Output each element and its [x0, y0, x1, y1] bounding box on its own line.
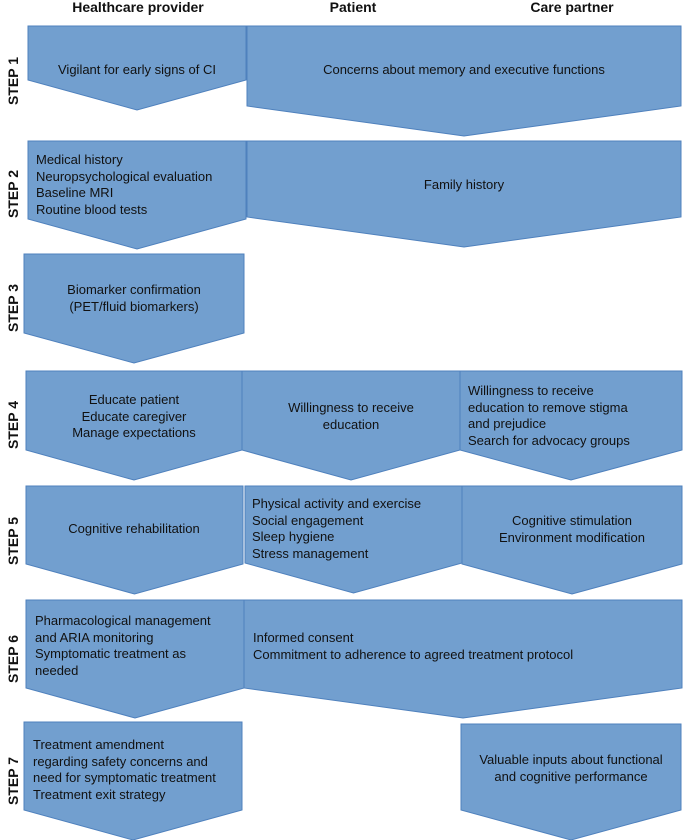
text-line: Stress management — [252, 545, 369, 561]
step-1-provider-box — [27, 25, 247, 111]
text-line: (PET/fluid biomarkers) — [69, 298, 199, 314]
text-line: Biomarker confirmation — [67, 282, 201, 297]
step-3-provider-text: Biomarker confirmation(PET/fluid biomark… — [24, 282, 244, 315]
text-line: Educate caregiver — [81, 408, 187, 424]
step-2-provider-box — [27, 140, 247, 250]
text-line: Social engagement — [252, 512, 364, 528]
text-line: Valuable inputs about functional — [479, 752, 663, 767]
text-line: Informed consent — [253, 630, 354, 645]
step-7-provider-box — [23, 721, 243, 840]
step-1-shared-box — [246, 25, 682, 137]
text-line: and cognitive performance — [494, 768, 648, 784]
step-5-provider-text: Cognitive rehabilitation — [26, 521, 242, 538]
text-line: Environment modification — [499, 529, 645, 545]
text-line: Symptomatic treatment as — [35, 646, 186, 661]
text-line: Baseline MRI — [36, 185, 114, 200]
text-line: Family history — [423, 177, 505, 192]
text-line: Vigilant for early signs of CI — [58, 62, 216, 77]
text-line: Treatment exit strategy — [33, 786, 166, 802]
step-5-provider-box — [25, 485, 244, 595]
text-line: Manage expectations — [72, 425, 196, 440]
step-1-shared-text: Concerns about memory and executive func… — [247, 62, 681, 79]
header-care-partner: Care partner — [530, 0, 614, 15]
text-line: Commitment to adherence to agreed treatm… — [253, 646, 574, 662]
text-line: need for symptomatic treatment — [33, 770, 216, 785]
text-line: education to remove stigma — [468, 399, 628, 415]
header-patient: Patient — [329, 0, 377, 15]
text-line: Willingness to receive — [468, 383, 594, 398]
step-4-partner-box — [459, 370, 683, 481]
text-line: Educate patient — [88, 392, 180, 407]
text-line: Concerns about memory and executive func… — [323, 62, 605, 77]
step-2-shared-text: Family history — [247, 177, 681, 194]
text-line: education — [322, 416, 380, 432]
step-3-provider-box — [23, 253, 245, 364]
text-line: Cognitive stimulation — [512, 513, 632, 528]
text-line: regarding safety concerns and — [33, 753, 208, 769]
text-line: Willingness to receive — [288, 400, 414, 415]
step-7-partner-box — [460, 723, 682, 840]
text-line: Neuropsychological evaluation — [36, 168, 213, 184]
text-line: and prejudice — [468, 416, 547, 431]
text-line: Treatment amendment — [33, 737, 165, 752]
step-6-shared-box — [243, 599, 683, 719]
text-line: Medical history — [36, 152, 123, 167]
step-2-shared-box — [246, 140, 682, 248]
text-line: needed — [35, 662, 79, 678]
step-5-patient-box — [244, 485, 463, 594]
text-line: Search for advocacy groups — [468, 432, 630, 448]
step-4-patient-box — [241, 370, 461, 481]
text-line: Sleep hygiene — [252, 529, 335, 544]
step-6-provider-box — [25, 599, 245, 719]
text-line: Cognitive rehabilitation — [68, 521, 200, 536]
text-line: Pharmacological management — [35, 613, 211, 628]
step-4-provider-box — [25, 370, 243, 481]
text-line: Routine blood tests — [36, 201, 148, 217]
header-healthcare-provider: Healthcare provider — [72, 0, 204, 15]
step-5-partner-box — [461, 485, 683, 595]
text-line: and ARIA monitoring — [35, 629, 154, 645]
text-line: Physical activity and exercise — [252, 496, 422, 511]
step-1-provider-text: Vigilant for early signs of CI — [28, 62, 246, 79]
